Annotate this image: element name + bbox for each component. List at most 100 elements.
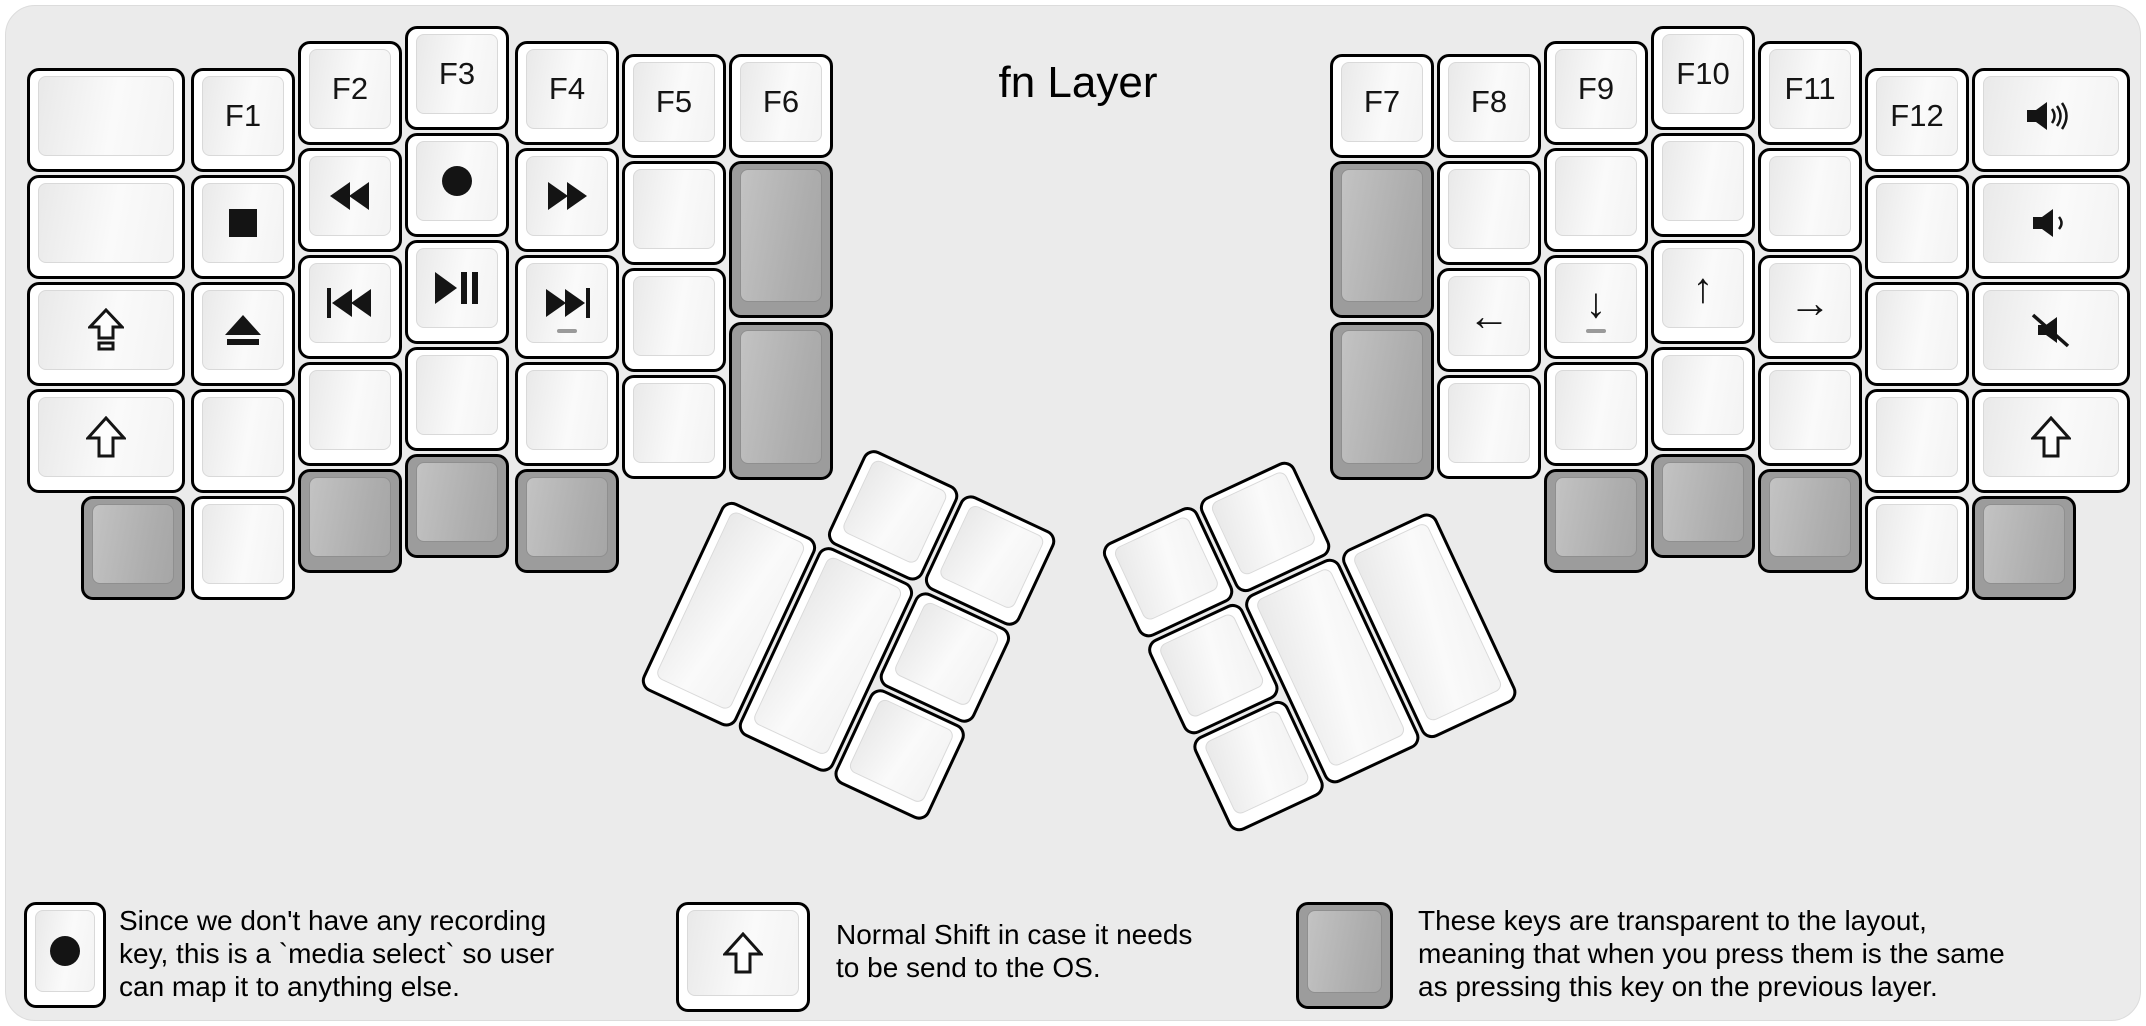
key-f10[interactable]: F10 [1651,26,1755,130]
legend-transparent-key [1296,902,1393,1009]
keytop [38,290,174,370]
keytop: F6 [740,62,822,142]
keytop: F12 [1876,76,1958,156]
keytop [633,276,715,356]
key-f12[interactable]: F12 [1865,68,1969,172]
key-label: F8 [1470,84,1508,119]
legend-text-2: Normal Shift in case it needs to be send… [836,919,1193,983]
keytop [1662,141,1744,221]
key-blank[interactable] [1758,148,1862,252]
keytop: F8 [1448,62,1530,142]
key-f6[interactable]: F6 [729,54,833,158]
key-arrow-down[interactable]: ↓ [1544,255,1648,359]
key-blank[interactable] [27,68,185,172]
key-transparent[interactable] [298,469,402,573]
mute-icon [2031,312,2071,348]
keytop [1983,183,2119,263]
key-f5[interactable]: F5 [622,54,726,158]
legend-record-key [24,902,106,1008]
key-f7[interactable]: F7 [1330,54,1434,158]
key-blank[interactable] [405,347,509,451]
key-blank[interactable] [1651,133,1755,237]
key-blank[interactable] [1758,362,1862,466]
keytop [38,183,174,263]
keytop [38,397,174,477]
eject-icon [225,315,261,345]
key-shift-left[interactable] [27,389,185,493]
keytop [1876,397,1958,477]
key-blank[interactable] [191,389,295,493]
key-next-track[interactable] [515,255,619,359]
keytop: ↑ [1662,248,1744,328]
keytop [1769,370,1851,450]
key-f2[interactable]: F2 [298,41,402,145]
key-play-pause[interactable] [405,240,509,344]
key-blank[interactable] [298,362,402,466]
keytop [1662,462,1744,542]
keytop [1876,504,1958,584]
key-f9[interactable]: F9 [1544,41,1648,145]
key-mute[interactable] [1972,282,2130,386]
key-rewind[interactable] [298,148,402,252]
key-arrow-up[interactable]: ↑ [1651,240,1755,344]
keytop [202,290,284,370]
key-blank[interactable] [1437,375,1541,479]
keytop [526,156,608,236]
keytop [1769,156,1851,236]
keytop [892,600,1001,708]
key-f4[interactable]: F4 [515,41,619,145]
key-arrow-left[interactable]: ← [1437,268,1541,372]
keytop [309,370,391,450]
key-blank[interactable] [27,175,185,279]
keytop [1341,330,1423,464]
key-blank[interactable] [622,375,726,479]
key-fast-forward[interactable] [515,148,619,252]
key-f8[interactable]: F8 [1437,54,1541,158]
key-f3[interactable]: F3 [405,26,509,130]
key-f11[interactable]: F11 [1758,41,1862,145]
key-blank[interactable] [1865,389,1969,493]
key-eject[interactable] [191,282,295,386]
key-transparent[interactable] [1972,496,2076,600]
key-prev-track[interactable] [298,255,402,359]
keytop [1157,611,1266,720]
key-arrow-right[interactable]: → [1758,255,1862,359]
keytop [1983,397,2119,477]
keytop: ← [1448,276,1530,356]
key-transparent[interactable] [405,454,509,558]
key-transparent[interactable] [1330,322,1434,480]
homing-dash [1586,329,1606,333]
key-blank[interactable] [1865,175,1969,279]
key-stop[interactable] [191,175,295,279]
key-blank[interactable] [622,268,726,372]
key-f1[interactable]: F1 [191,68,295,172]
key-blank[interactable] [1865,282,1969,386]
key-blank[interactable] [1865,496,1969,600]
key-transparent[interactable] [1330,161,1434,318]
key-shift-right[interactable] [1972,389,2130,493]
keytop [309,156,391,236]
key-blank[interactable] [191,496,295,600]
key-record[interactable] [405,133,509,237]
key-transparent[interactable] [515,469,619,573]
key-transparent[interactable] [1758,469,1862,573]
key-transparent[interactable] [81,496,185,600]
key-label: F1 [224,98,262,133]
keytop: F2 [309,49,391,129]
shift-icon [86,416,126,458]
key-volume-down[interactable] [1972,175,2130,279]
key-volume-up[interactable] [1972,68,2130,172]
key-blank[interactable] [622,161,726,265]
key-blank[interactable] [515,362,619,466]
key-caps-lock[interactable] [27,282,185,386]
key-blank[interactable] [1544,362,1648,466]
key-blank[interactable] [1437,161,1541,265]
key-transparent[interactable] [729,161,833,318]
keytop [416,355,498,435]
key-transparent[interactable] [729,322,833,480]
key-blank[interactable] [1651,347,1755,451]
key-transparent[interactable] [1651,454,1755,558]
key-blank[interactable] [1544,148,1648,252]
keytop [309,477,391,557]
key-transparent[interactable] [1544,469,1648,573]
